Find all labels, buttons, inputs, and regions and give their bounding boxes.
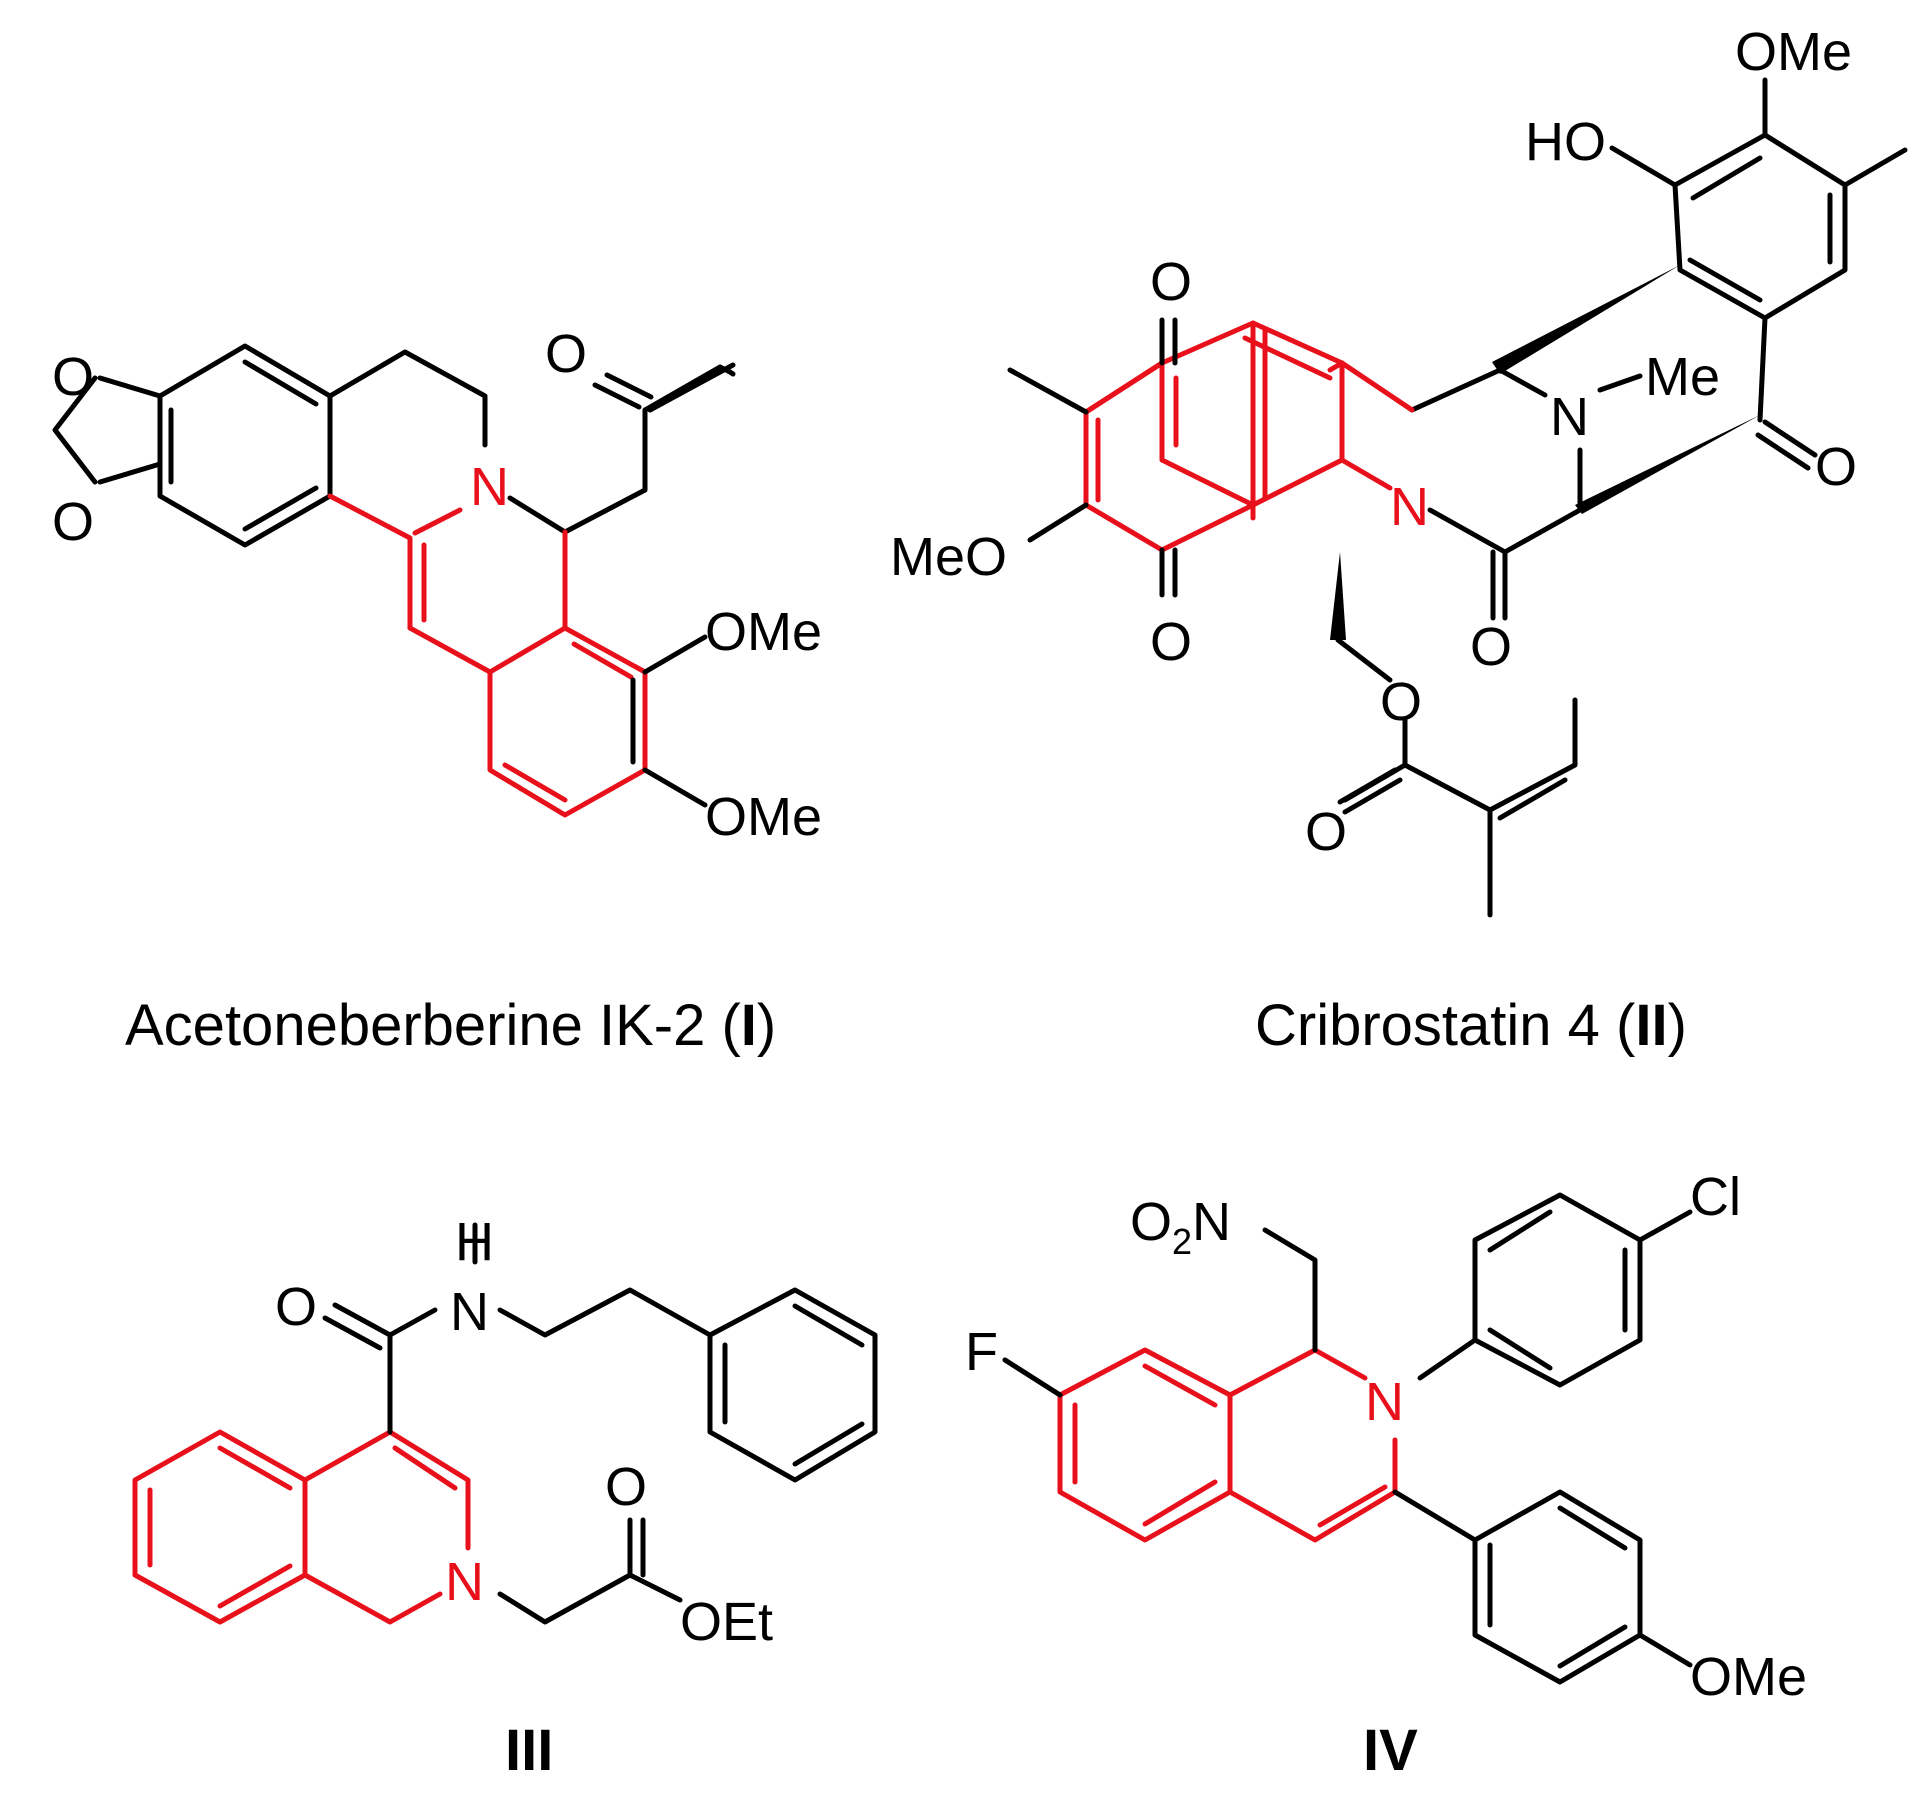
caption-numeral: I xyxy=(741,993,757,1058)
compound-iv-structure xyxy=(1002,1192,1693,1685)
atom-n: N xyxy=(470,457,509,517)
atom-o: O xyxy=(1150,612,1192,672)
atom-o: O xyxy=(1470,617,1512,677)
compound-ii-structure xyxy=(1007,77,1908,918)
atom-ome: OMe xyxy=(1735,22,1852,82)
atom-o: O xyxy=(1815,437,1857,497)
atom-o: O xyxy=(1150,252,1192,312)
atom-o: O xyxy=(545,324,587,384)
caption-compound-i: Acetoneberberine IK-2 (I) xyxy=(125,993,776,1058)
atom-n: N xyxy=(1390,477,1429,537)
atom-n: N xyxy=(1365,1372,1404,1432)
atom-cl: Cl xyxy=(1690,1167,1741,1227)
atom-o: O xyxy=(52,492,94,552)
atom-oet: OEt xyxy=(680,1592,773,1652)
compound-iii-atoms: H O N N O OEt xyxy=(275,1212,773,1652)
caption-name: Acetoneberberine IK-2 ( xyxy=(125,993,741,1058)
atom-h: H xyxy=(455,1212,494,1272)
atom-ho: HO xyxy=(1525,112,1606,172)
caption-compound-iii: III xyxy=(505,1718,553,1783)
compound-iii-structure xyxy=(132,1222,878,1625)
atom-f: F xyxy=(965,1322,998,1382)
compound-i-structure xyxy=(52,343,736,818)
caption-close: ) xyxy=(757,993,776,1058)
atom-n: N xyxy=(1550,387,1589,447)
atom-n: N xyxy=(445,1552,484,1612)
atom-n: N xyxy=(450,1282,489,1342)
atom-o: O xyxy=(1380,672,1422,732)
atom-o: O xyxy=(1130,1192,1172,1252)
compound-i-atoms: O O N O OMe OMe xyxy=(52,324,822,847)
atom-ome: OMe xyxy=(1690,1647,1807,1707)
atom-n: N xyxy=(1192,1192,1231,1252)
atom-o2n: O2N xyxy=(1130,1192,1231,1262)
atom-o: O xyxy=(52,347,94,407)
caption-compound-ii: Cribrostatin 4 (II) xyxy=(1255,993,1687,1058)
caption-close: ) xyxy=(1668,993,1687,1058)
subscript-2: 2 xyxy=(1172,1221,1192,1262)
atom-o: O xyxy=(275,1277,317,1337)
caption-name: Cribrostatin 4 ( xyxy=(1255,993,1635,1058)
atom-me: Me xyxy=(1645,347,1720,407)
caption-compound-iv: IV xyxy=(1363,1718,1418,1783)
atom-meo: MeO xyxy=(890,527,1007,587)
atom-ome: OMe xyxy=(705,787,822,847)
atom-o: O xyxy=(605,1457,647,1517)
caption-numeral: II xyxy=(1635,993,1667,1058)
atom-o: O xyxy=(1305,802,1347,862)
compound-ii-atoms: OMe HO O O N Me O N MeO O O O xyxy=(890,22,1857,862)
compound-iv-atoms: O2N Cl F N OMe xyxy=(965,1167,1807,1707)
atom-ome: OMe xyxy=(705,602,822,662)
